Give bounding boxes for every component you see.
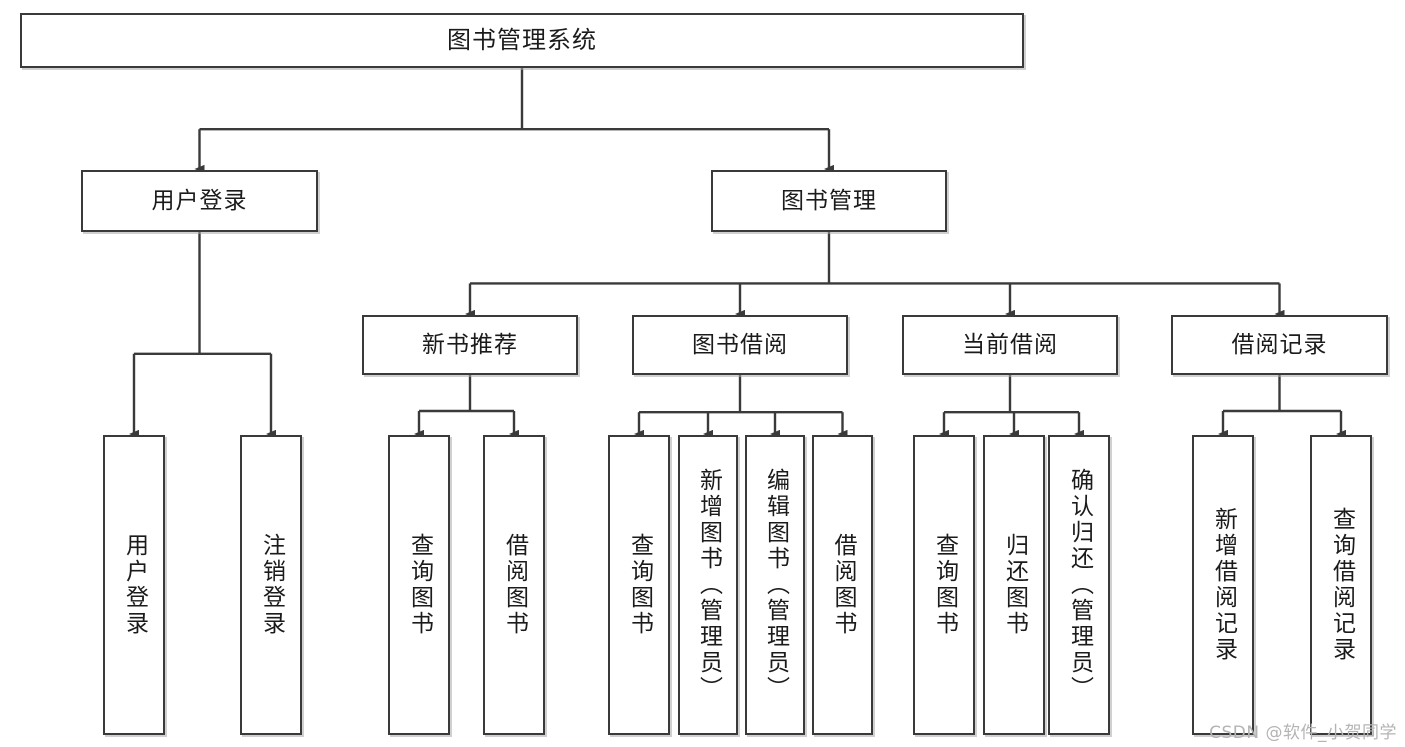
node-label: 确认归还（管理员） (1066, 468, 1093, 702)
node-label: 归还图书 (1001, 533, 1028, 637)
node-label: 注销登录 (258, 533, 285, 637)
node-label: 图书管理 (781, 187, 877, 214)
node-leaf-edit-book-admin[interactable]: 编辑图书（管理员） (745, 435, 805, 735)
node-current-borrowing[interactable]: 当前借阅 (902, 315, 1118, 375)
node-label: 图书管理系统 (447, 25, 597, 54)
node-leaf-borrow-book-recommendation[interactable]: 借阅图书 (483, 435, 545, 735)
node-leaf-query-book-borrowing[interactable]: 查询图书 (608, 435, 670, 735)
node-leaf-add-book-admin[interactable]: 新增图书（管理员） (678, 435, 738, 735)
node-label: 查询图书 (931, 533, 958, 637)
node-label: 新增借阅记录 (1210, 507, 1237, 663)
node-label: 新书推荐 (422, 331, 518, 358)
node-label: 用户登录 (121, 533, 148, 637)
node-user-login[interactable]: 用户登录 (81, 170, 318, 232)
node-label: 借阅图书 (830, 533, 856, 637)
node-label: 新增图书（管理员） (695, 468, 722, 702)
node-label: 当前借阅 (962, 331, 1058, 358)
node-label: 用户登录 (151, 187, 248, 214)
node-label: 查询图书 (626, 533, 653, 637)
node-label: 图书借阅 (692, 331, 788, 358)
node-leaf-query-book-current[interactable]: 查询图书 (913, 435, 975, 735)
node-borrowing-record[interactable]: 借阅记录 (1171, 315, 1388, 375)
node-leaf-confirm-return-admin[interactable]: 确认归还（管理员） (1048, 435, 1110, 735)
node-leaf-add-borrowing-record[interactable]: 新增借阅记录 (1192, 435, 1254, 735)
node-label: 借阅记录 (1231, 331, 1328, 358)
node-leaf-lend-book[interactable]: 借阅图书 (812, 435, 873, 735)
node-label: 编辑图书（管理员） (762, 468, 789, 702)
node-book-management[interactable]: 图书管理 (711, 170, 947, 232)
node-leaf-query-borrowing-record[interactable]: 查询借阅记录 (1310, 435, 1372, 735)
csdn-watermark: CSDN @软件_小贺同学 (1209, 723, 1397, 743)
node-book-management-system[interactable]: 图书管理系统 (20, 13, 1024, 68)
node-label: 查询借阅记录 (1328, 507, 1355, 663)
node-label: 查询图书 (406, 533, 433, 637)
node-book-borrowing[interactable]: 图书借阅 (632, 315, 848, 375)
node-leaf-return-book[interactable]: 归还图书 (983, 435, 1045, 735)
node-leaf-query-book-recommendation[interactable]: 查询图书 (388, 435, 450, 735)
node-leaf-user-login[interactable]: 用户登录 (103, 435, 165, 735)
node-label: 借阅图书 (501, 533, 528, 637)
node-leaf-user-logout[interactable]: 注销登录 (240, 435, 302, 735)
node-new-book-recommendation[interactable]: 新书推荐 (362, 315, 578, 375)
